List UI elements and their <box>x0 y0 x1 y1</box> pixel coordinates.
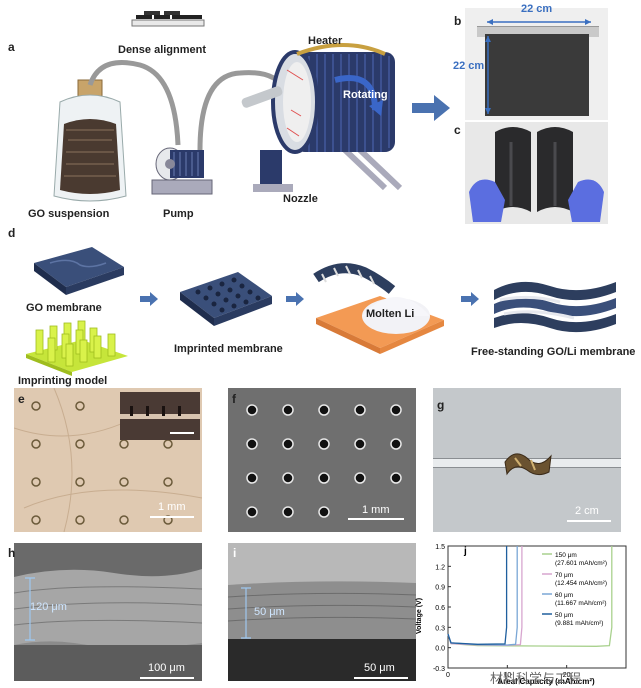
panel-label-b: b <box>454 14 462 28</box>
x-tick-label: 20 <box>563 672 571 679</box>
label-rotating: Rotating <box>343 89 388 101</box>
panel-label-i: i <box>233 546 237 560</box>
y-tick-label: 0.9 <box>435 585 445 592</box>
panel-b-photo: 22 cm 22 cm <box>453 3 608 120</box>
label-imprinted-membrane: Imprinted membrane <box>174 343 283 355</box>
y-tick-label: 0.0 <box>435 646 445 653</box>
label-molten-li: Molten Li <box>366 308 415 320</box>
watermark: 材料科学与工程 <box>490 671 582 686</box>
legend-sublabel: (12.454 mAh/cm²) <box>555 580 607 587</box>
scale-bar-g <box>567 520 611 522</box>
panel-label-j: j <box>463 546 467 557</box>
scale-text-i: 50 μm <box>364 662 395 674</box>
panel-label-d: d <box>8 226 16 240</box>
y-tick-label: 1.2 <box>435 564 445 571</box>
series-line-1 <box>447 546 523 646</box>
sem-texture-h <box>14 543 202 681</box>
legend-sublabel: (27.601 mAh/cm²) <box>555 560 607 567</box>
arrow-right-icon <box>461 292 479 306</box>
inset-cross-section <box>120 392 200 440</box>
dense-alignment-illustration <box>131 11 205 27</box>
scale-text-e: 1 mm <box>158 501 186 513</box>
folded-membrane <box>504 453 552 476</box>
legend-sublabel: (9.881 mAh/cm²) <box>555 620 603 627</box>
scale-bar-f <box>348 518 404 520</box>
label-free-standing-membrane: Free-standing GO/Li membrane <box>471 346 636 358</box>
label-dense-alignment: Dense alignment <box>118 44 207 56</box>
voltage-capacity-chart: j -0.3 0.0 0.3 0.6 0.9 1.2 1.5 0 10 20 150 μm(27.… <box>416 544 627 686</box>
sem-texture-i <box>228 543 416 681</box>
x-tick-label: 10 <box>503 672 511 679</box>
thickness-arrow-i <box>241 587 251 639</box>
scale-bar-i <box>354 677 408 679</box>
arrow-right-icon <box>140 292 158 306</box>
scale-text-f: 1 mm <box>362 504 390 516</box>
panel-f-sem-image: 1 mm <box>228 388 416 532</box>
label-pump: Pump <box>163 208 194 220</box>
rotating-drum <box>241 43 403 192</box>
y-tick-label: 0.3 <box>435 625 445 632</box>
x-tick-label: 0 <box>446 672 450 679</box>
panel-label-h: h <box>8 546 16 560</box>
ruler <box>477 26 599 37</box>
panel-g-photo: 2 cm <box>433 388 621 532</box>
panel-c-photo <box>465 122 608 224</box>
arrow-right-icon <box>286 292 304 306</box>
imprinted-membrane-illustration <box>180 272 272 326</box>
label-go-membrane: GO membrane <box>26 302 102 314</box>
height-dimension-arrow <box>485 36 491 114</box>
thickness-arrow-h <box>25 577 35 641</box>
bent-membrane <box>469 127 604 222</box>
legend-label: 50 μm <box>555 612 573 619</box>
molten-li-illustration <box>313 263 444 354</box>
panel-label-g: g <box>437 398 445 412</box>
go-suspension-bottle <box>53 79 127 202</box>
panel-h-sem-cross-section: 120 μm 100 μm <box>14 543 202 681</box>
scale-bar-h <box>140 677 194 679</box>
panel-label-f: f <box>232 392 236 406</box>
imprinting-model-illustration <box>26 320 128 376</box>
y-axis-label: Voltage (V) <box>416 598 423 634</box>
panel-label-e: e <box>18 392 25 406</box>
y-tick-label: 1.5 <box>435 544 445 551</box>
label-go-suspension: GO suspension <box>28 208 110 220</box>
panel-label-c: c <box>454 123 461 137</box>
label-imprinting-model: Imprinting model <box>18 375 108 387</box>
y-tick-label: -0.3 <box>433 666 445 673</box>
panel-label-a: a <box>8 40 15 54</box>
legend-label: 70 μm <box>555 572 573 579</box>
panel-e-optical-image: 1 mm <box>14 388 202 532</box>
panel-i-sem-cross-section: 50 μm 50 μm <box>228 543 416 681</box>
width-dimension-arrow <box>487 19 591 25</box>
legend-label: 150 μm <box>555 552 577 559</box>
label-heater: Heater <box>308 35 343 47</box>
height-label: 22 cm <box>453 60 485 72</box>
graphene-sheet <box>485 34 589 116</box>
width-label: 22 cm <box>521 3 553 15</box>
scale-text-g: 2 cm <box>575 505 599 517</box>
x-axis-label: Areal Capacity (mAh/cm²) <box>497 677 595 686</box>
arrow-right-icon <box>412 95 450 121</box>
scale-bar-e <box>150 516 194 518</box>
go-membrane-illustration <box>34 247 124 295</box>
go-li-membrane-illustration <box>494 281 616 333</box>
thickness-text-i: 50 μm <box>254 606 285 618</box>
series-line-3 <box>447 546 508 645</box>
pump <box>151 147 213 195</box>
thickness-text-h: 120 μm <box>30 601 67 613</box>
y-tick-label: 0.6 <box>435 605 445 612</box>
sem-hole-array <box>246 404 402 518</box>
legend-label: 60 μm <box>555 592 573 599</box>
scale-text-h: 100 μm <box>148 662 185 674</box>
legend-sublabel: (11.667 mAh/cm²) <box>555 600 607 607</box>
hole-array <box>14 388 202 532</box>
label-nozzle: Nozzle <box>283 193 318 205</box>
